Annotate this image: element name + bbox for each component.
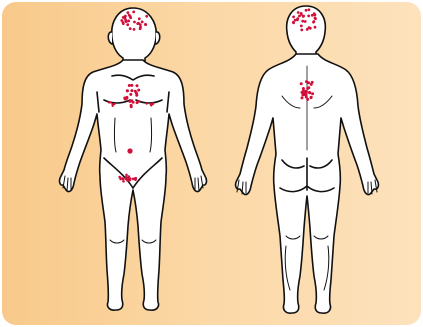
lesion-dot <box>130 84 133 87</box>
lesion-dot <box>137 89 140 92</box>
lesion-dot <box>130 89 133 92</box>
lesion-dot <box>300 82 303 85</box>
lesion-dot <box>306 87 309 90</box>
lesion-dot <box>129 179 132 182</box>
lesion-dot <box>298 15 301 18</box>
lesion-dot <box>305 9 308 12</box>
lesion-dot <box>300 29 303 32</box>
lesion-dot <box>136 22 139 25</box>
lesion-dot <box>122 22 125 25</box>
lesion-dot <box>118 176 121 179</box>
lesion-dot <box>128 14 131 17</box>
lesion-dot <box>150 104 152 106</box>
lesion-dot <box>136 84 139 87</box>
lesion-dot <box>132 11 135 14</box>
lesion-dot <box>314 17 317 20</box>
front-ear-right <box>156 32 160 44</box>
lesion-dot <box>146 102 148 104</box>
lesion-dot <box>135 94 138 97</box>
lesion-dot <box>145 15 148 18</box>
lesion-dot <box>126 89 129 92</box>
lesion-dot <box>132 101 135 104</box>
lesion-dot <box>141 21 144 24</box>
lesion-dot <box>139 23 142 26</box>
front-navel-lesion <box>127 148 132 153</box>
lesion-dot <box>300 25 303 28</box>
lesion-dot <box>308 91 311 94</box>
lesion-dot <box>301 20 304 23</box>
lesion-dot <box>302 15 305 18</box>
lesion-dot <box>296 19 299 22</box>
lesion-dot <box>152 102 154 104</box>
lesion-dot <box>310 96 313 99</box>
lesion-dot <box>123 97 126 100</box>
lesion-dot <box>136 101 139 104</box>
lesion-dot <box>302 87 305 90</box>
lesion-dot <box>144 23 147 26</box>
lesion-dot <box>304 93 307 96</box>
lesion-dot <box>309 27 312 30</box>
lesion-dot <box>305 96 308 99</box>
lesion-dot <box>304 20 307 23</box>
front-ear-left <box>108 32 112 44</box>
lesion-dot <box>111 103 113 105</box>
lesion-dot <box>124 20 127 23</box>
lesion-dot <box>133 21 136 24</box>
lesion-dot <box>129 27 132 30</box>
lesion-dot <box>307 81 310 84</box>
lesion-dot <box>313 20 316 23</box>
lesion-dot <box>126 23 129 26</box>
lesion-dot <box>306 28 309 31</box>
lesion-dot <box>311 81 314 84</box>
back-head <box>287 6 326 58</box>
lesion-dot <box>313 12 316 15</box>
lesion-dot <box>128 100 131 103</box>
lesion-dot <box>108 101 110 103</box>
lesion-dot <box>128 84 131 87</box>
lesion-dot <box>130 105 133 108</box>
lesion-dot <box>127 11 130 14</box>
lesion-dot <box>127 20 130 23</box>
front-head <box>112 8 157 64</box>
lesion-dot <box>311 92 314 95</box>
lesion-dot <box>125 174 128 177</box>
lesion-dot <box>124 15 127 18</box>
lesion-dot <box>301 96 304 99</box>
lesion-dot <box>292 16 295 19</box>
lesion-dot <box>308 8 311 11</box>
lesion-dot <box>126 179 129 182</box>
lesion-dot <box>292 21 295 24</box>
lesion-dot <box>122 180 125 183</box>
lesion-dot <box>122 178 125 181</box>
lesion-dot <box>133 28 136 31</box>
lesion-dot <box>307 15 310 18</box>
lesion-dot <box>138 17 141 20</box>
lesion-dot <box>134 177 137 180</box>
lesion-dot <box>305 90 308 93</box>
front-torso <box>60 60 207 310</box>
lesion-dot <box>139 26 142 29</box>
lesion-dot <box>314 26 317 29</box>
back-body-figure <box>236 6 379 313</box>
lesion-dot <box>134 90 137 93</box>
lesion-dot <box>297 11 300 14</box>
lesion-dot <box>129 93 132 96</box>
front-body-figure <box>60 8 207 310</box>
